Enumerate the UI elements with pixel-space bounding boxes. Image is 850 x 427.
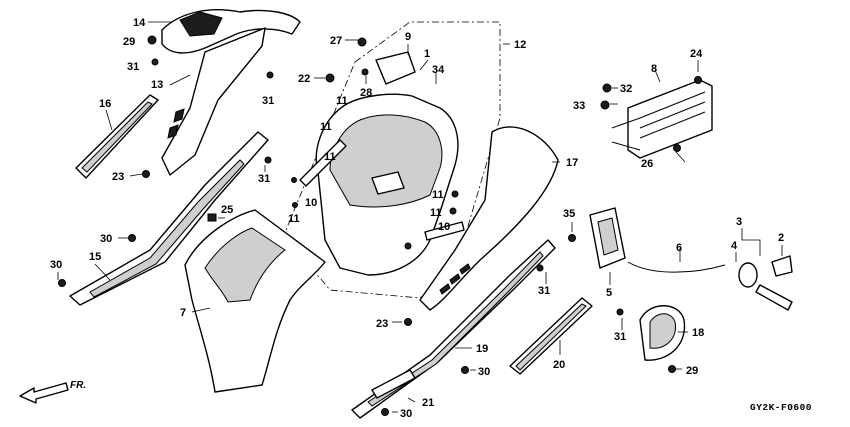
callout-16: 16 <box>99 98 111 110</box>
callout-1: 1 <box>424 48 430 60</box>
callout-31: 31 <box>127 61 139 73</box>
part-13-slots <box>167 108 185 139</box>
part-10-stay-right <box>424 221 465 241</box>
part-17-body-cover <box>419 126 559 311</box>
callout-11d: 11 <box>288 213 300 225</box>
callout-22: 22 <box>298 73 310 85</box>
drawing-code: GY2K-F0600 <box>750 402 812 413</box>
callout-25: 25 <box>221 204 233 216</box>
callout-15: 15 <box>89 251 101 263</box>
callout-34: 34 <box>432 64 445 76</box>
callout-5: 5 <box>606 287 612 299</box>
callout-31b: 31 <box>258 173 270 185</box>
callout-30d: 30 <box>400 408 412 420</box>
callout-28: 28 <box>360 87 372 99</box>
leader-lines <box>57 21 783 413</box>
part-16-strip-inner <box>81 101 153 173</box>
part-2-cap <box>771 255 793 277</box>
callout-31d: 31 <box>538 285 550 297</box>
part-14-grille <box>179 11 223 37</box>
callout-26: 26 <box>641 158 653 170</box>
callout-11f: 11 <box>430 207 442 219</box>
callout-33: 33 <box>573 100 585 112</box>
callout-9: 9 <box>405 31 411 43</box>
callout-30b: 30 <box>50 259 62 271</box>
callout-29: 29 <box>123 36 135 48</box>
part-7-shadow <box>204 227 286 303</box>
part-15-rail-detail <box>89 159 245 298</box>
fasteners <box>58 35 702 416</box>
part-21-strip <box>371 369 416 399</box>
callout-18: 18 <box>692 327 704 339</box>
callout-17: 17 <box>566 157 578 169</box>
callout-8: 8 <box>651 63 657 75</box>
part-18-cover-shade <box>649 313 676 349</box>
part-9-hinge <box>375 51 416 85</box>
callout-3: 3 <box>736 216 742 228</box>
part-17-vents <box>439 263 471 295</box>
part-13-side-cover <box>161 27 266 176</box>
callout-4: 4 <box>731 240 738 252</box>
callout-2: 2 <box>778 232 784 244</box>
callout-19: 19 <box>476 343 488 355</box>
callout-30c: 30 <box>478 366 490 378</box>
callout-10b: 10 <box>438 221 450 233</box>
part-6-cable <box>627 261 726 273</box>
callout-11: 11 <box>336 95 348 107</box>
direction-label: FR. <box>70 380 86 391</box>
callout-20: 20 <box>553 359 565 371</box>
callout-29b: 29 <box>686 365 698 377</box>
part-8-carrier <box>627 79 713 159</box>
part-12-box-cutout <box>371 171 405 195</box>
callout-30: 30 <box>100 233 112 245</box>
callout-31e: 31 <box>614 331 626 343</box>
callout-23: 23 <box>112 171 124 183</box>
callout-14: 14 <box>133 17 146 29</box>
part-19-lower-rail <box>351 239 556 419</box>
callout-11e: 11 <box>432 189 444 201</box>
callout-12: 12 <box>514 39 526 51</box>
part-15-lower-rail <box>69 131 269 306</box>
front-direction-indicator: FR. <box>19 380 86 404</box>
callout-11b: 11 <box>320 121 332 133</box>
callout-24: 24 <box>690 48 703 60</box>
callout-7: 7 <box>180 307 186 319</box>
part-5-lock-detail <box>597 217 619 256</box>
callout-11c: 11 <box>324 151 336 163</box>
callout-23b: 23 <box>376 318 388 330</box>
callout-21: 21 <box>422 397 434 409</box>
part-20-strip-inner <box>515 303 587 371</box>
callout-32: 32 <box>620 83 632 95</box>
callout-35: 35 <box>563 208 575 220</box>
callout-6: 6 <box>676 242 682 254</box>
callout-13: 13 <box>151 79 163 91</box>
callout-31c: 31 <box>262 95 274 107</box>
callout-labels: 14 29 31 13 16 23 31 30 25 15 30 7 22 31… <box>50 17 784 420</box>
callout-27: 27 <box>330 35 342 47</box>
part-4-cylinder <box>738 262 758 288</box>
callout-10: 10 <box>305 197 317 209</box>
part-10-stay-left <box>299 139 347 187</box>
arrow-left-icon <box>19 382 69 404</box>
part-3-key <box>755 284 793 311</box>
part-8-carrier-bars <box>611 91 706 151</box>
part-12-box-inner <box>329 114 443 208</box>
